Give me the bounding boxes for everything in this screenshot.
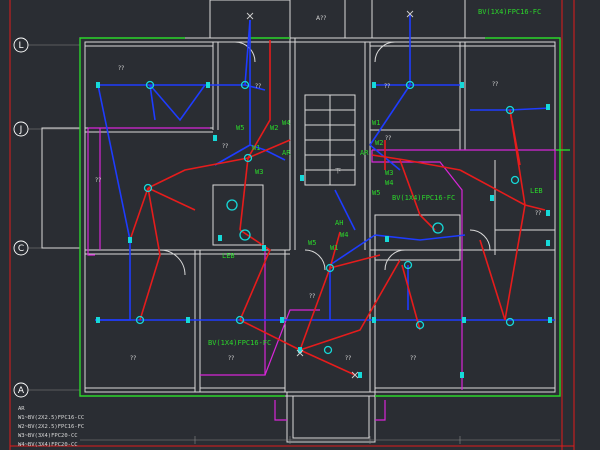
room-label-living-w: ?? [95, 177, 101, 184]
red-wiring [129, 40, 546, 376]
circuit-label-w2-right: W2 [375, 139, 383, 147]
circuit-label-leb-left: LEB [222, 252, 235, 260]
room-label-ne: ?? [492, 81, 498, 88]
room-label-ne2: ?? [535, 210, 541, 217]
room-labels: A?? ?? ?? ?? ?? ?? ?? ?? ?? ?? ?? ?? ?? … [95, 15, 541, 362]
light-fixtures [135, 80, 520, 355]
room-label-nw2: ?? [255, 83, 261, 90]
legend: AR W1~BV(2X2.5)FPC16-CC W2~BV(2X2.5)FPC1… [18, 406, 84, 448]
magenta-zones [87, 127, 556, 421]
circuit-label-w5-left: W5 [236, 124, 244, 132]
room-label-top-stair: A?? [316, 15, 326, 22]
circuit-label-w3-left: W3 [255, 168, 263, 176]
sheet-frame [9, 0, 575, 450]
circuit-label-w5-center: W5 [308, 239, 316, 247]
legend-line-4: W4~BV(3X4)FPC20-CC [18, 442, 78, 448]
svg-text:C: C [18, 244, 24, 254]
circuit-label-w1-center: W1 [330, 244, 338, 252]
circuit-label-w3-right: W3 [385, 169, 393, 177]
axis-marker-c: C [13, 240, 29, 256]
circuit-label-w2-left: W2 [270, 124, 278, 132]
dimension-ticks [80, 436, 560, 444]
circuit-label-w4-right: W4 [385, 179, 393, 187]
switch-markers [246, 10, 414, 379]
circuit-label-feed-mid: BV(1X4)FPC16-FC [392, 194, 455, 202]
svg-text:A: A [18, 386, 25, 396]
axis-marker-l: L [13, 37, 29, 53]
room-label-sc: ?? [228, 355, 234, 362]
room-label-se2: ?? [410, 355, 416, 362]
legend-line-2: W2~BV(2X2.5)FPC16-FC [18, 424, 84, 430]
axis-lines [28, 44, 80, 391]
circuit-label-ar-mid: AR [360, 149, 369, 157]
room-label-down: 下 [335, 168, 341, 175]
room-label-sw: ?? [130, 355, 136, 362]
circuit-label-w1-left: W1 [252, 144, 260, 152]
blue-wiring [95, 15, 555, 321]
room-label-hall: ?? [309, 293, 315, 300]
axis-marker-j: J [13, 121, 29, 137]
svg-text:L: L [18, 41, 23, 51]
socket-markers [96, 82, 552, 378]
circuit-label-w4-center: W4 [340, 231, 348, 239]
circuit-label-ar-top: AR [282, 149, 291, 157]
circuit-label-w4-left: W4 [282, 119, 290, 127]
legend-line-1: W1~BV(2X2.5)FPC16-CC [18, 415, 84, 421]
room-label-bath-nw: ?? [222, 143, 228, 150]
room-label-bath-ne: ?? [385, 135, 391, 142]
room-label-stair-c: ?? [384, 83, 390, 90]
green-boundary [79, 37, 570, 397]
circuit-label-feed-bottom: BV(1X4)FPC16-FC [208, 339, 271, 347]
legend-title: AR [18, 406, 25, 412]
circuit-label-feed-top: BV(1X4)FPC16-FC [478, 8, 541, 16]
circuit-label-w1-right: W1 [372, 119, 380, 127]
room-label-se: ?? [345, 355, 351, 362]
legend-line-3: W3~BV(3X4)FPC20-CC [18, 433, 78, 439]
circuit-labels: BV(1X4)FPC16-FC BV(1X4)FPC16-FC BV(1X4)F… [208, 8, 543, 347]
svg-text:J: J [19, 125, 23, 135]
circuit-label-leb-right: LEB [530, 187, 543, 195]
axis-marker-a: A [13, 382, 29, 398]
room-label-nw: ?? [118, 65, 124, 72]
circuit-label-ah: AH [335, 219, 343, 227]
circuit-label-w5-right: W5 [372, 189, 380, 197]
